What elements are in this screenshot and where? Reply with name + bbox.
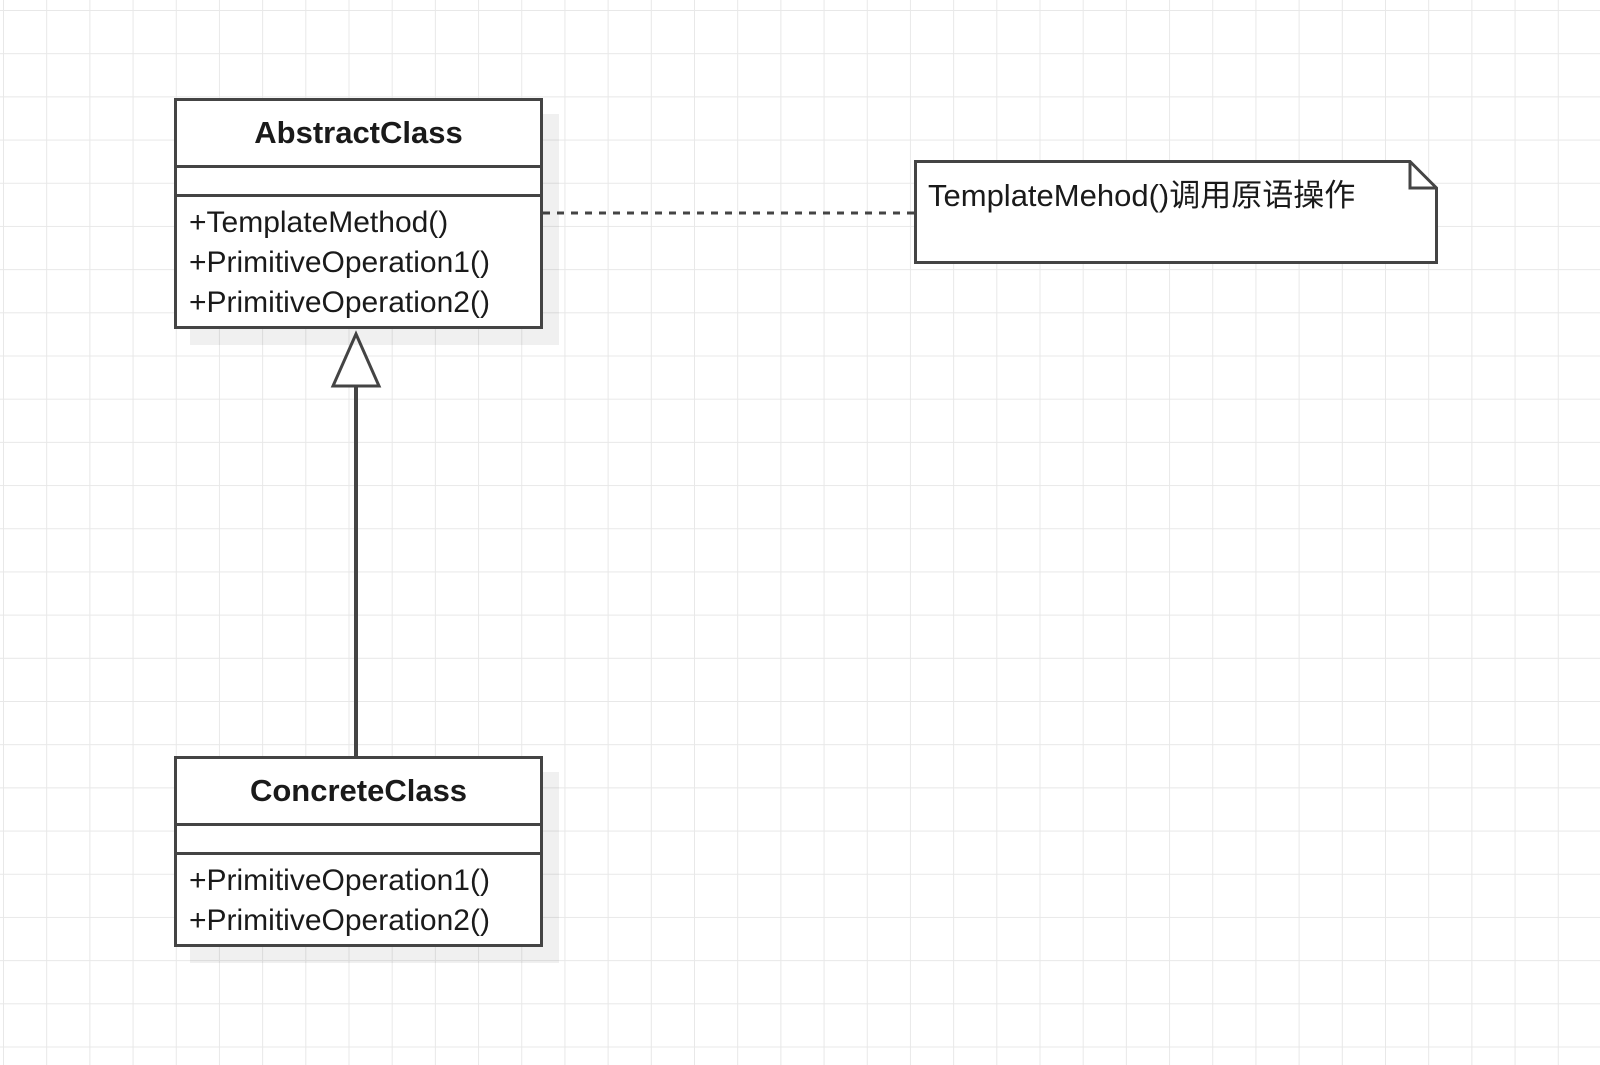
operation: +TemplateMethod() — [189, 206, 449, 239]
class-name: AbstractClass — [177, 101, 540, 168]
attributes-compartment — [177, 826, 540, 855]
operations-compartment: +PrimitiveOperation1() +PrimitiveOperati… — [177, 855, 540, 945]
class-box-concreteclass[interactable]: ConcreteClass +PrimitiveOperation1() +Pr… — [174, 756, 543, 947]
note-box[interactable]: TemplateMehod()调用原语操作 — [914, 160, 1438, 264]
operation: +PrimitiveOperation2() — [189, 286, 490, 319]
note-text: TemplateMehod()调用原语操作 — [928, 178, 1356, 213]
note-folded-corner — [1408, 161, 1437, 190]
class-box-abstractclass[interactable]: AbstractClass +TemplateMethod() +Primiti… — [174, 98, 543, 329]
operation: +PrimitiveOperation1() — [189, 246, 490, 279]
note-shape — [914, 160, 1438, 264]
operation: +PrimitiveOperation1() — [189, 864, 490, 897]
operations-compartment: +TemplateMethod() +PrimitiveOperation1()… — [177, 197, 540, 327]
attributes-compartment — [177, 168, 540, 197]
operation: +PrimitiveOperation2() — [189, 904, 490, 937]
generalization-arrowhead[interactable] — [330, 330, 382, 388]
class-name: ConcreteClass — [177, 759, 540, 826]
